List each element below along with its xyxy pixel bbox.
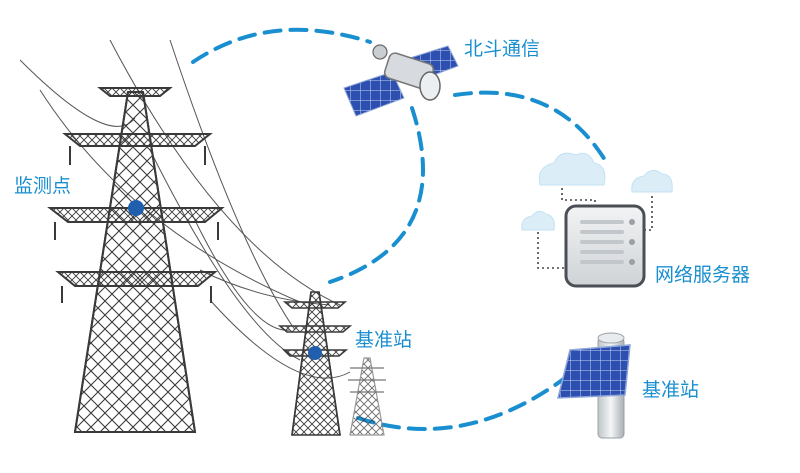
- label-satellite-comm: 北斗通信: [464, 38, 541, 60]
- communication-links: [191, 27, 607, 432]
- link-tower-to-satellite: [191, 27, 372, 64]
- link-satellite-to-server: [453, 90, 607, 162]
- server-icon: [564, 204, 646, 288]
- distant-tower: [348, 357, 386, 436]
- cloud-icon: [521, 152, 673, 231]
- link-satellite-to-base-tower: [328, 106, 425, 284]
- label-base-station-pole: 基准站: [642, 379, 700, 401]
- solar-panel-icon: [557, 344, 631, 399]
- monitor-point-marker: [128, 200, 144, 216]
- label-network-server: 网络服务器: [655, 264, 751, 286]
- main-transmission-tower: [47, 87, 225, 433]
- base-station-marker: [308, 346, 322, 360]
- label-monitor-point: 监测点: [14, 175, 72, 197]
- base-transmission-tower: [277, 291, 353, 436]
- link-base-to-pole: [356, 366, 580, 432]
- solar-base-station: [557, 332, 631, 439]
- satellite-icon: [343, 44, 459, 117]
- label-base-station-tower: 基准站: [355, 329, 413, 351]
